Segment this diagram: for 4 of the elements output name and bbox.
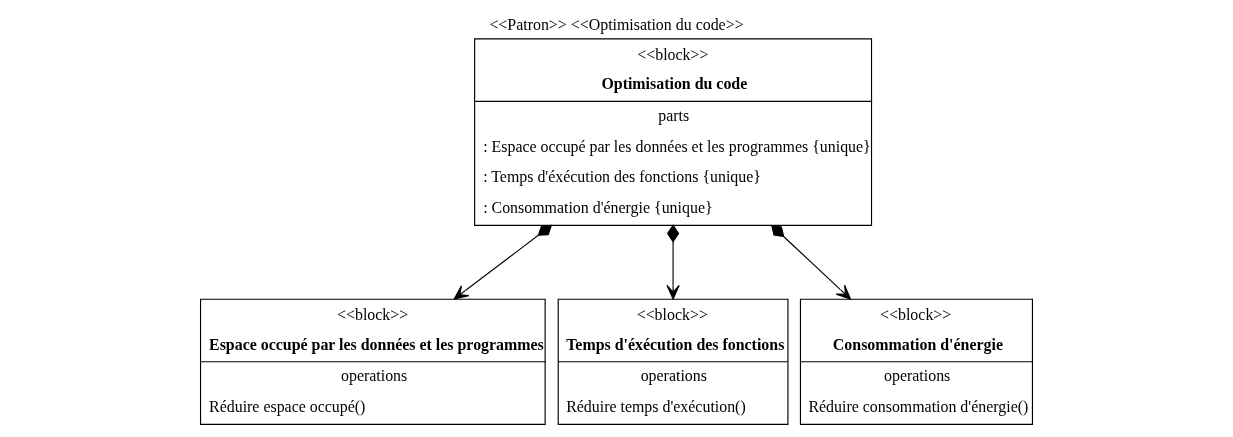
arrow [666,224,680,300]
arrow [453,224,553,300]
arrow [770,224,851,300]
diagram-title: <<Patron>> <<Optimisation du code>> [489,15,744,33]
